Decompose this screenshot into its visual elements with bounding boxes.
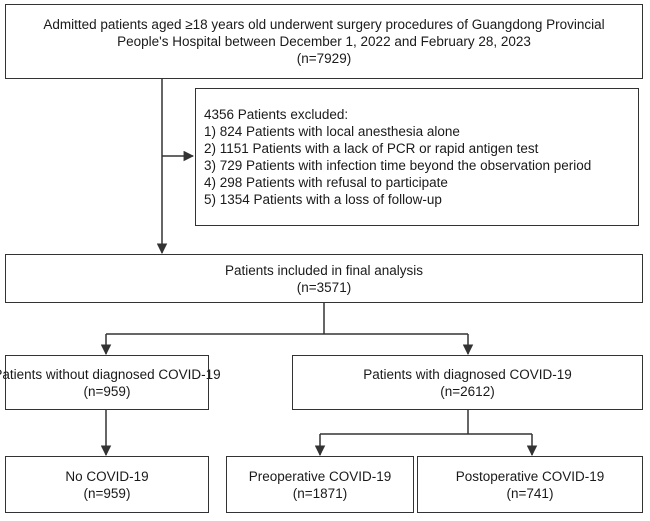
without-covid-line-2: (n=959)	[83, 383, 131, 399]
preoperative-line-2: (n=1871)	[292, 485, 348, 501]
included-line-1: Patients included in final analysis	[224, 262, 424, 278]
excluded-item-3: 3) 729 Patients with infection time beyo…	[204, 158, 592, 173]
preoperative-line-1: Preoperative COVID-19	[248, 468, 392, 484]
with-covid-line-2: (n=2612)	[440, 383, 495, 399]
admitted-patients-box: Admitted patients aged ≥18 years old und…	[5, 4, 643, 79]
admitted-line-1: Admitted patients aged ≥18 years old und…	[43, 17, 605, 32]
postoperative-line-1: Postoperative COVID-19	[455, 468, 605, 484]
postoperative-line-2: (n=741)	[506, 485, 554, 501]
no-covid-line-1: No COVID-19	[65, 468, 149, 484]
without-covid-box: Patients without diagnosed COVID-19 (n=9…	[0, 355, 221, 410]
excluded-title: 4356 Patients excluded:	[204, 107, 349, 122]
included-patients-box: Patients included in final analysis (n=3…	[5, 254, 643, 303]
excluded-item-2: 2) 1151 Patients with a lack of PCR or r…	[204, 141, 539, 156]
with-covid-line-1: Patients with diagnosed COVID-19	[363, 366, 572, 382]
admitted-line-3: (n=7929)	[296, 51, 352, 66]
excluded-item-5: 5) 1354 Patients with a loss of follow-u…	[204, 192, 442, 207]
preoperative-covid-box: Preoperative COVID-19 (n=1871)	[226, 456, 414, 513]
with-covid-box: Patients with diagnosed COVID-19 (n=2612…	[292, 355, 643, 410]
admitted-line-2: People's Hospital between December 1, 20…	[117, 34, 531, 49]
postoperative-covid-box: Postoperative COVID-19 (n=741)	[417, 456, 643, 513]
excluded-patients-box: 4356 Patients excluded: 1) 824 Patients …	[195, 88, 639, 226]
without-covid-line-1: Patients without diagnosed COVID-19	[0, 366, 221, 382]
no-covid-line-2: (n=959)	[83, 485, 131, 501]
no-covid-box: No COVID-19 (n=959)	[5, 456, 209, 513]
included-line-2: (n=3571)	[296, 279, 352, 295]
excluded-item-1: 1) 824 Patients with local anesthesia al…	[204, 124, 460, 139]
excluded-item-4: 4) 298 Patients with refusal to particip…	[204, 175, 448, 190]
